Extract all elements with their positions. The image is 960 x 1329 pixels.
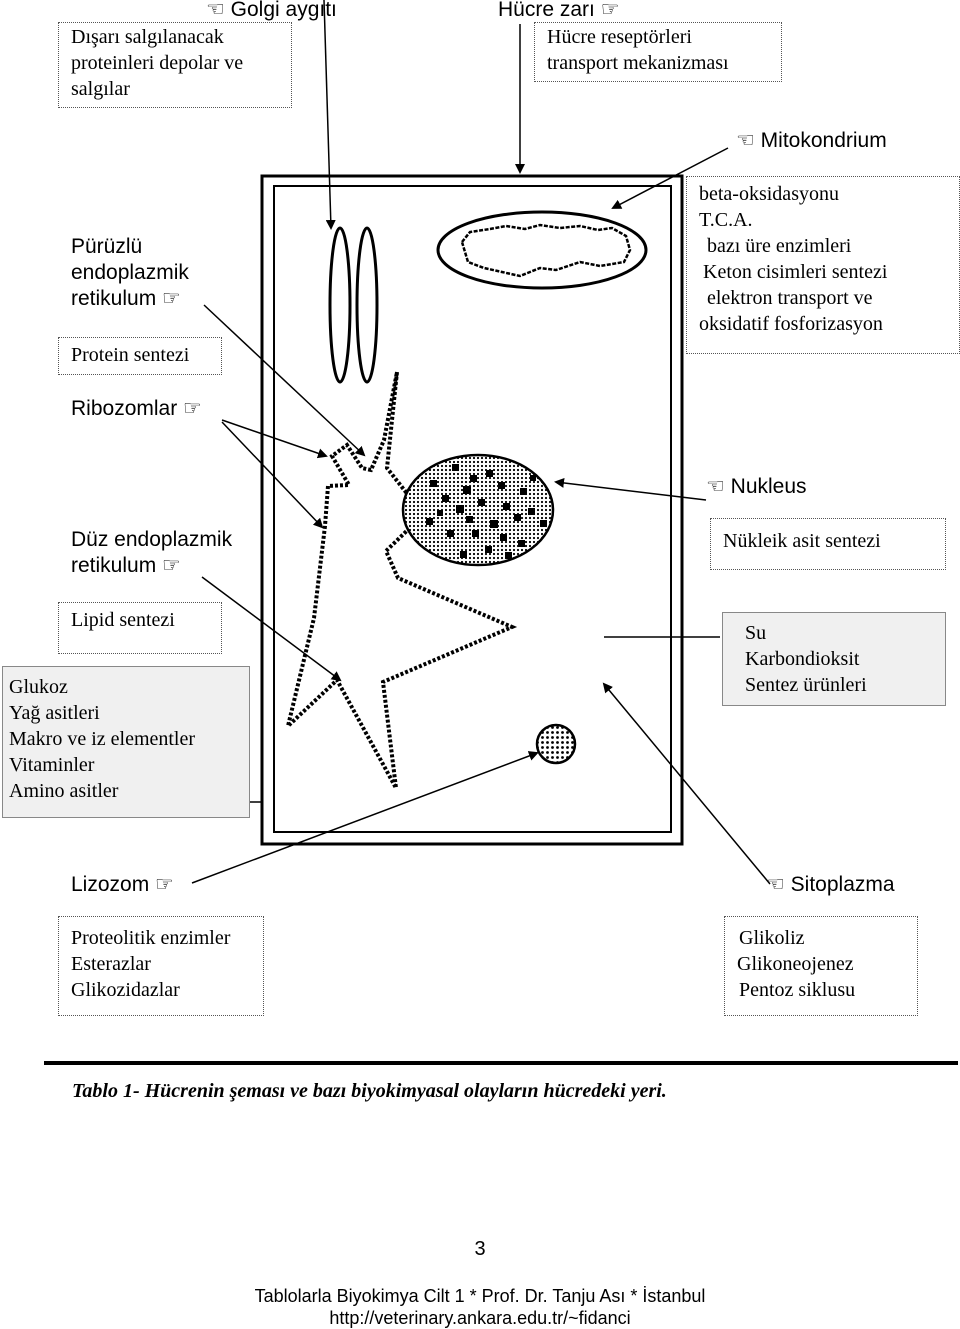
membrane-line-1: Hücre reseptörleri xyxy=(547,26,692,48)
protein-synthesis-box: Protein sentezi xyxy=(58,337,222,375)
mitochondrion-functions-box: beta-oksidasyonu T.C.A. bazı üre enzimle… xyxy=(686,176,960,354)
rough-er-label-line-1: Pürüzlü xyxy=(71,235,143,258)
smooth-er-label-line-2: retikulum xyxy=(71,554,157,577)
inputs-box: Glukoz Yağ asitleri Makro ve iz elementl… xyxy=(2,666,250,818)
mitochondrion-label-group: ☜ Mitokondrium xyxy=(736,128,887,154)
protein-synthesis-text: Protein sentezi xyxy=(71,344,190,366)
hand-pointing-left-icon: ☜ xyxy=(706,475,725,498)
mito-line-1: beta-oksidasyonu xyxy=(699,183,839,205)
hand-pointing-right-icon: ☞ xyxy=(162,554,181,577)
secretion-box: Dışarı salgılanacak proteinleri depolar … xyxy=(58,22,292,108)
secretion-line-1: Dışarı salgılanacak xyxy=(71,26,224,48)
inputs-line-4: Vitaminler xyxy=(9,754,95,776)
cytoplasm-label: Sitoplazma xyxy=(790,873,895,896)
golgi-label: Golgi aygıtı xyxy=(230,0,337,21)
secretion-line-2: proteinleri depolar ve xyxy=(71,52,244,74)
hand-pointing-left-icon: ☜ xyxy=(206,0,225,21)
mitochondrion-inner xyxy=(460,223,632,278)
lysosome-line-2: Esterazlar xyxy=(71,953,151,975)
inputs-line-3: Makro ve iz elementler xyxy=(9,728,196,750)
lysosome-functions-box: Proteolitik enzimler Esterazlar Glikozid… xyxy=(58,916,264,1016)
lysosome xyxy=(535,723,577,765)
mito-line-6: oksidatif fosforizasyon xyxy=(699,313,883,335)
mito-line-3: bazı üre enzimleri xyxy=(707,235,852,257)
rough-er-label-line-2: endoplazmik xyxy=(71,261,189,284)
footer-line-1: Tablolarla Biyokimya Cilt 1 * Prof. Dr. … xyxy=(254,1286,706,1306)
page-number: 3 xyxy=(474,1238,486,1260)
lipid-synthesis-box: Lipid sentezi xyxy=(58,602,222,654)
figure-caption: Tablo 1- Hücrenin şeması ve bazı biyokim… xyxy=(72,1080,667,1102)
products-box: Su Karbondioksit Sentez ürünleri xyxy=(722,612,946,706)
cytoplasm-label-group: ☜ Sitoplazma xyxy=(766,872,895,898)
hand-pointing-right-icon: ☞ xyxy=(600,0,620,21)
footer-url[interactable]: http://veterinary.ankara.edu.tr/~fidanci xyxy=(329,1308,631,1328)
secretion-line-3: salgılar xyxy=(71,78,130,100)
ribosomes-label: Ribozomlar xyxy=(71,397,178,420)
endoplasmic-reticulum xyxy=(284,371,518,789)
mitochondrion-label: Mitokondrium xyxy=(760,129,887,152)
mito-line-5: elektron transport ve xyxy=(707,287,873,309)
hand-pointing-left-icon: ☜ xyxy=(736,129,755,152)
products-line-2: Karbondioksit xyxy=(745,648,860,670)
mitochondrion-outer xyxy=(436,210,648,290)
nucleic-acid-synthesis-text: Nükleik asit sentezi xyxy=(723,530,881,552)
cytoplasm-line-2: Glikoneojenez xyxy=(737,953,854,975)
footer: Tablolarla Biyokimya Cilt 1 * Prof. Dr. … xyxy=(0,1285,960,1329)
inputs-line-2: Yağ asitleri xyxy=(9,702,100,724)
rough-er-label-line-3: retikulum xyxy=(71,287,157,310)
cytoplasm-line-3: Pentoz siklusu xyxy=(739,979,856,1001)
lysosome-label-group: Lizozom ☞ xyxy=(71,872,174,898)
lysosome-line-3: Glikozidazlar xyxy=(71,979,180,1001)
cell-membrane-label-group: Hücre zarı ☞ xyxy=(498,0,620,23)
lysosome-label: Lizozom xyxy=(71,873,150,896)
membrane-box: Hücre reseptörleri transport mekanizması xyxy=(534,22,782,82)
nucleic-acid-synthesis-box: Nükleik asit sentezi xyxy=(710,518,946,570)
cytoplasm-line-1: Glikoliz xyxy=(739,927,805,949)
lipid-synthesis-text: Lipid sentezi xyxy=(71,609,175,631)
cell-inner-border xyxy=(273,185,672,833)
pointer-lines xyxy=(191,0,771,885)
smooth-er-label-line-1: Düz endoplazmik xyxy=(71,528,233,551)
golgi-label-group: ☜ Golgi aygıtı xyxy=(206,0,337,23)
cytoplasm-functions-box: Glikoliz Glikoneojenez Pentoz siklusu xyxy=(724,916,918,1016)
rough-er-label-group: Pürüzlü endoplazmik retikulum ☞ xyxy=(71,234,189,312)
hand-pointing-right-icon: ☞ xyxy=(183,397,202,420)
membrane-line-2: transport mekanizması xyxy=(547,52,729,74)
lysosome-line-1: Proteolitik enzimler xyxy=(71,927,231,949)
ribosomes-label-group: Ribozomlar ☞ xyxy=(71,396,202,422)
golgi-cisterna-2 xyxy=(355,226,379,384)
nucleus xyxy=(401,453,555,567)
hand-pointing-right-icon: ☞ xyxy=(162,287,181,310)
inputs-line-5: Amino asitler xyxy=(9,780,119,802)
hand-pointing-right-icon: ☞ xyxy=(155,873,174,896)
mito-line-2: T.C.A. xyxy=(699,209,753,231)
cell-outer-border xyxy=(260,174,684,846)
hand-pointing-left-icon: ☜ xyxy=(766,873,785,896)
inputs-line-1: Glukoz xyxy=(9,676,68,698)
cell-membrane-label: Hücre zarı xyxy=(498,0,595,21)
nucleus-label: Nukleus xyxy=(730,475,807,498)
smooth-er-label-group: Düz endoplazmik retikulum ☞ xyxy=(71,527,232,579)
products-line-1: Su xyxy=(745,622,767,644)
nucleus-label-group: ☜ Nukleus xyxy=(706,474,807,500)
chromatin-granules xyxy=(426,464,547,559)
mito-line-4: Keton cisimleri sentezi xyxy=(703,261,888,283)
golgi-cisterna-1 xyxy=(328,226,352,384)
products-line-3: Sentez ürünleri xyxy=(745,674,867,696)
